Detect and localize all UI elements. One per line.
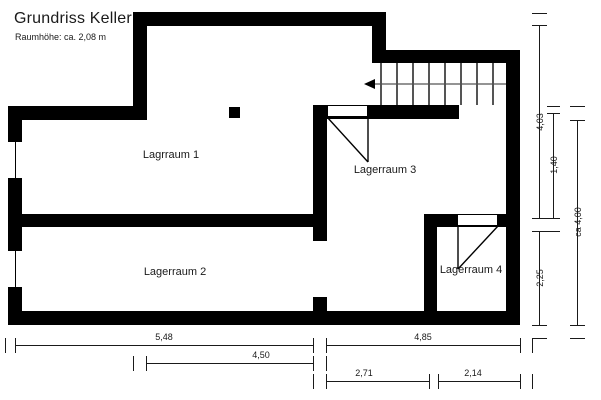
wall-east-main [506, 50, 520, 325]
wall-west-upper [133, 12, 147, 120]
dim-tick [547, 218, 560, 219]
dim-label-2-25: 2,25 [535, 269, 545, 287]
dim-line-ca-4-00 [577, 120, 578, 325]
dim-label-2-71: 2,71 [355, 368, 373, 378]
page-subtitle: Raumhöhe: ca. 2,08 m [15, 32, 107, 42]
window-upper-left [8, 141, 22, 179]
dim-tick [313, 338, 314, 353]
dim-extension-tick [547, 106, 560, 107]
dim-extension-tick [532, 13, 547, 14]
dim-tick [532, 25, 547, 26]
dim-extension-tick [313, 374, 314, 389]
pillar [229, 107, 240, 118]
dim-tick [532, 231, 547, 232]
dim-tick [532, 218, 547, 219]
dim-tick [547, 113, 560, 114]
wall-north-stair-corridor [372, 50, 520, 63]
door-leaf-lagerraum-4 [457, 214, 498, 226]
window-lower-left [8, 250, 22, 288]
dim-extension-tick [532, 374, 533, 389]
room-label-lagerraum-1: Lagrraum 1 [142, 149, 200, 161]
dim-label-5-48: 5,48 [155, 332, 173, 342]
wall-stub-lagerraum-2-jamb [313, 297, 327, 317]
dim-line-5-48 [15, 345, 313, 346]
dim-tick [326, 338, 327, 353]
dim-extension-tick [570, 338, 585, 339]
door-swing-lagerraum-3 [326, 116, 369, 163]
wall-east-upper [372, 12, 386, 57]
dim-label-1-40: 1,40 [549, 156, 559, 174]
door-swing-lagerraum-4 [457, 225, 499, 270]
dim-label-4-50: 4,50 [252, 350, 270, 360]
dim-tick [326, 374, 327, 389]
dim-line-2-25 [539, 231, 540, 325]
wall-north-step [8, 106, 147, 120]
dim-extension-tick [326, 356, 327, 371]
wall-north-upper [133, 12, 386, 26]
dim-line-1-40 [553, 113, 554, 218]
wall-lagerraum-4-west [424, 214, 437, 325]
dim-tick [313, 356, 314, 371]
dim-tick [438, 374, 439, 389]
dim-extension-tick [532, 338, 533, 353]
dim-label-4-85: 4,85 [414, 332, 432, 342]
room-label-lagerraum-4: Lagerraum 4 [439, 264, 503, 276]
dim-tick [520, 338, 521, 353]
dim-extension-tick [570, 106, 585, 107]
stair-direction-arrow-icon [364, 79, 506, 89]
page-title: Grundriss Keller [14, 10, 132, 27]
dim-extension-tick [133, 356, 134, 371]
wall-partition-lagerraum-1-2 [8, 214, 327, 227]
wall-partition-central [313, 105, 327, 241]
wall-south [8, 311, 520, 325]
dim-tick [15, 338, 16, 353]
dim-line-4-85 [326, 345, 520, 346]
dim-label-ca-4-00: ca 4,00 [573, 207, 583, 237]
dim-tick [570, 325, 585, 326]
dim-tick [570, 120, 585, 121]
dim-line-4-03 [539, 25, 540, 218]
dim-extension-tick [5, 338, 6, 353]
door-leaf-lagerraum-3 [327, 105, 368, 117]
dim-tick [532, 325, 547, 326]
dim-extension-tick [547, 231, 560, 232]
dim-label-2-14: 2,14 [464, 368, 482, 378]
dim-line-2-71 [326, 381, 429, 382]
dim-line-4-50 [146, 363, 313, 364]
dim-tick [520, 374, 521, 389]
dim-label-4-03: 4,03 [535, 113, 545, 131]
dim-line-2-14 [438, 381, 520, 382]
dim-tick [146, 356, 147, 371]
room-label-lagerraum-3: Lagerraum 3 [353, 164, 417, 176]
dim-tick [429, 374, 430, 389]
dim-extension-tick [532, 338, 547, 339]
room-label-lagerraum-2: Lagerraum 2 [143, 266, 207, 278]
